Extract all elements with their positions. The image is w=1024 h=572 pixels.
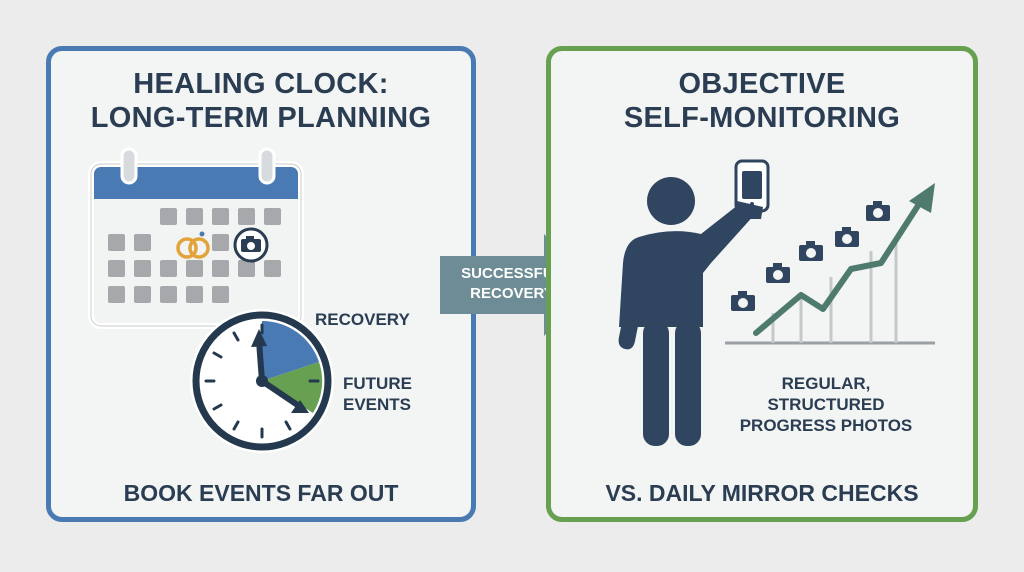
healing-clock-panel: HEALING CLOCK: LONG-TERM PLANNING [46,46,476,522]
camera-icon [731,201,890,311]
trend-arrow-icon [725,183,935,345]
left-footer: BOOK EVENTS FAR OUT [123,480,399,506]
clock-icon [190,309,334,453]
self-monitoring-panel: OBJECTIVE SELF-MONITORING [546,46,978,522]
arrow-label-line1: SUCCESSFUL [461,265,563,282]
calendar-icon [88,147,304,329]
caption-line2: STRUCTURED [767,395,885,414]
future-events-label-line1: FUTURE [343,374,412,393]
calendar-clock-illustration [88,147,334,453]
caption-line3: PROGRESS PHOTOS [739,416,913,435]
panel-title-line1: HEALING CLOCK: [133,68,389,100]
arrow-label-line2: RECOVERY [470,285,554,302]
right-footer: VS. DAILY MIRROR CHECKS [605,480,919,506]
camera-icon [233,227,269,263]
panel-title-line1: OBJECTIVE [678,68,846,100]
future-events-label-line2: EVENTS [343,395,412,414]
progress-photos-caption: REGULAR, STRUCTURED PROGRESS PHOTOS [731,373,921,436]
smartphone-icon [734,159,770,219]
panel-title-line2: SELF-MONITORING [623,102,901,134]
wedding-rings-icon [176,231,210,259]
successful-recovery-arrow-label: SUCCESSFUL RECOVERY [448,264,576,304]
recovery-label: RECOVERY [315,310,410,329]
panel-title-line2: LONG-TERM PLANNING [90,102,432,134]
person-icon [618,177,756,446]
caption-line1: REGULAR, [781,374,871,393]
self-monitoring-illustration [618,159,935,446]
